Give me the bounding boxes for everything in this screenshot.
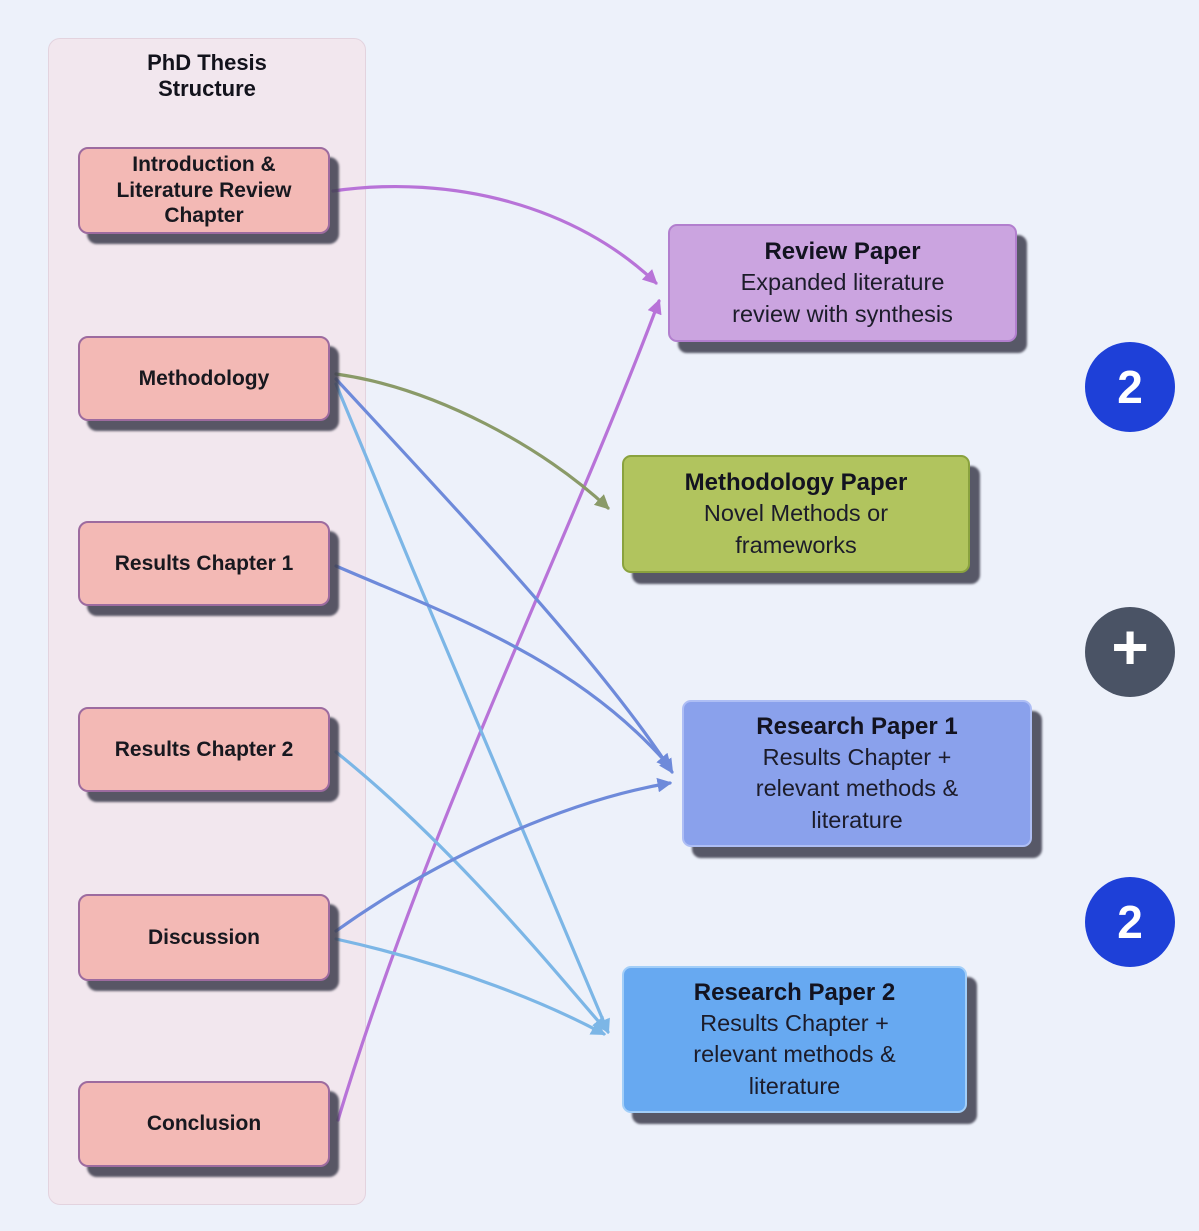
paper-title: Research Paper 2 <box>693 979 896 1007</box>
paper-description: Expanded literature review with synthesi… <box>732 269 953 327</box>
panel-title-text: PhD Thesis Structure <box>147 50 267 102</box>
paper-description: Results Chapter + relevant methods & lit… <box>693 1010 896 1099</box>
edge-intro-to-review_paper <box>331 184 658 285</box>
thesis-node-label: Results Chapter 2 <box>114 737 294 761</box>
edge-methodology-to-research_paper_2 <box>334 382 610 1035</box>
edge-results_1-to-research_paper_1 <box>334 564 672 769</box>
thesis-node-label: Results Chapter 1 <box>114 551 294 575</box>
edge-discussion-to-research_paper_2 <box>334 937 606 1036</box>
paper-title: Review Paper <box>764 238 921 266</box>
thesis-node-results-1[interactable]: Results Chapter 1 <box>78 521 330 606</box>
paper-node-research-2[interactable]: Research Paper 2 Results Chapter + relev… <box>622 966 967 1113</box>
paper-title: Methodology Paper <box>684 469 908 497</box>
count-badge-bottom[interactable]: 2 <box>1085 877 1175 967</box>
edge-methodology-to-research_paper_1 <box>334 377 674 774</box>
edge-results_2-to-research_paper_2 <box>334 750 608 1032</box>
thesis-node-label: Methodology <box>138 366 270 390</box>
paper-title: Research Paper 1 <box>756 713 958 741</box>
paper-node-research-1[interactable]: Research Paper 1 Results Chapter + relev… <box>682 700 1032 847</box>
thesis-node-conclusion[interactable]: Conclusion <box>78 1081 330 1167</box>
plus-icon: + <box>1111 611 1149 683</box>
thesis-node-results-2[interactable]: Results Chapter 2 <box>78 707 330 792</box>
thesis-node-label: Introduction & Literature Review Chapter <box>116 153 292 228</box>
count-badge-value: 2 <box>1117 361 1143 413</box>
edge-discussion-to-research_paper_1 <box>334 777 673 933</box>
thesis-node-discussion[interactable]: Discussion <box>78 894 330 981</box>
add-button[interactable]: + <box>1085 607 1175 697</box>
edge-methodology-to-methodology_paper <box>334 372 610 510</box>
count-badge-top[interactable]: 2 <box>1085 342 1175 432</box>
paper-description: Novel Methods or frameworks <box>703 500 889 558</box>
thesis-node-methodology[interactable]: Methodology <box>78 336 330 421</box>
thesis-node-label: Discussion <box>147 925 261 949</box>
thesis-node-intro[interactable]: Introduction & Literature Review Chapter <box>78 147 330 234</box>
thesis-node-label: Conclusion <box>146 1112 262 1136</box>
panel-title: PhD Thesis Structure <box>48 50 366 103</box>
paper-description: Results Chapter + relevant methods & lit… <box>755 744 959 833</box>
count-badge-value: 2 <box>1117 896 1143 948</box>
edge-conclusion-to-review_paper <box>336 298 662 1122</box>
paper-node-methodology[interactable]: Methodology Paper Novel Methods or frame… <box>622 455 970 573</box>
paper-node-review[interactable]: Review Paper Expanded literature review … <box>668 224 1017 342</box>
